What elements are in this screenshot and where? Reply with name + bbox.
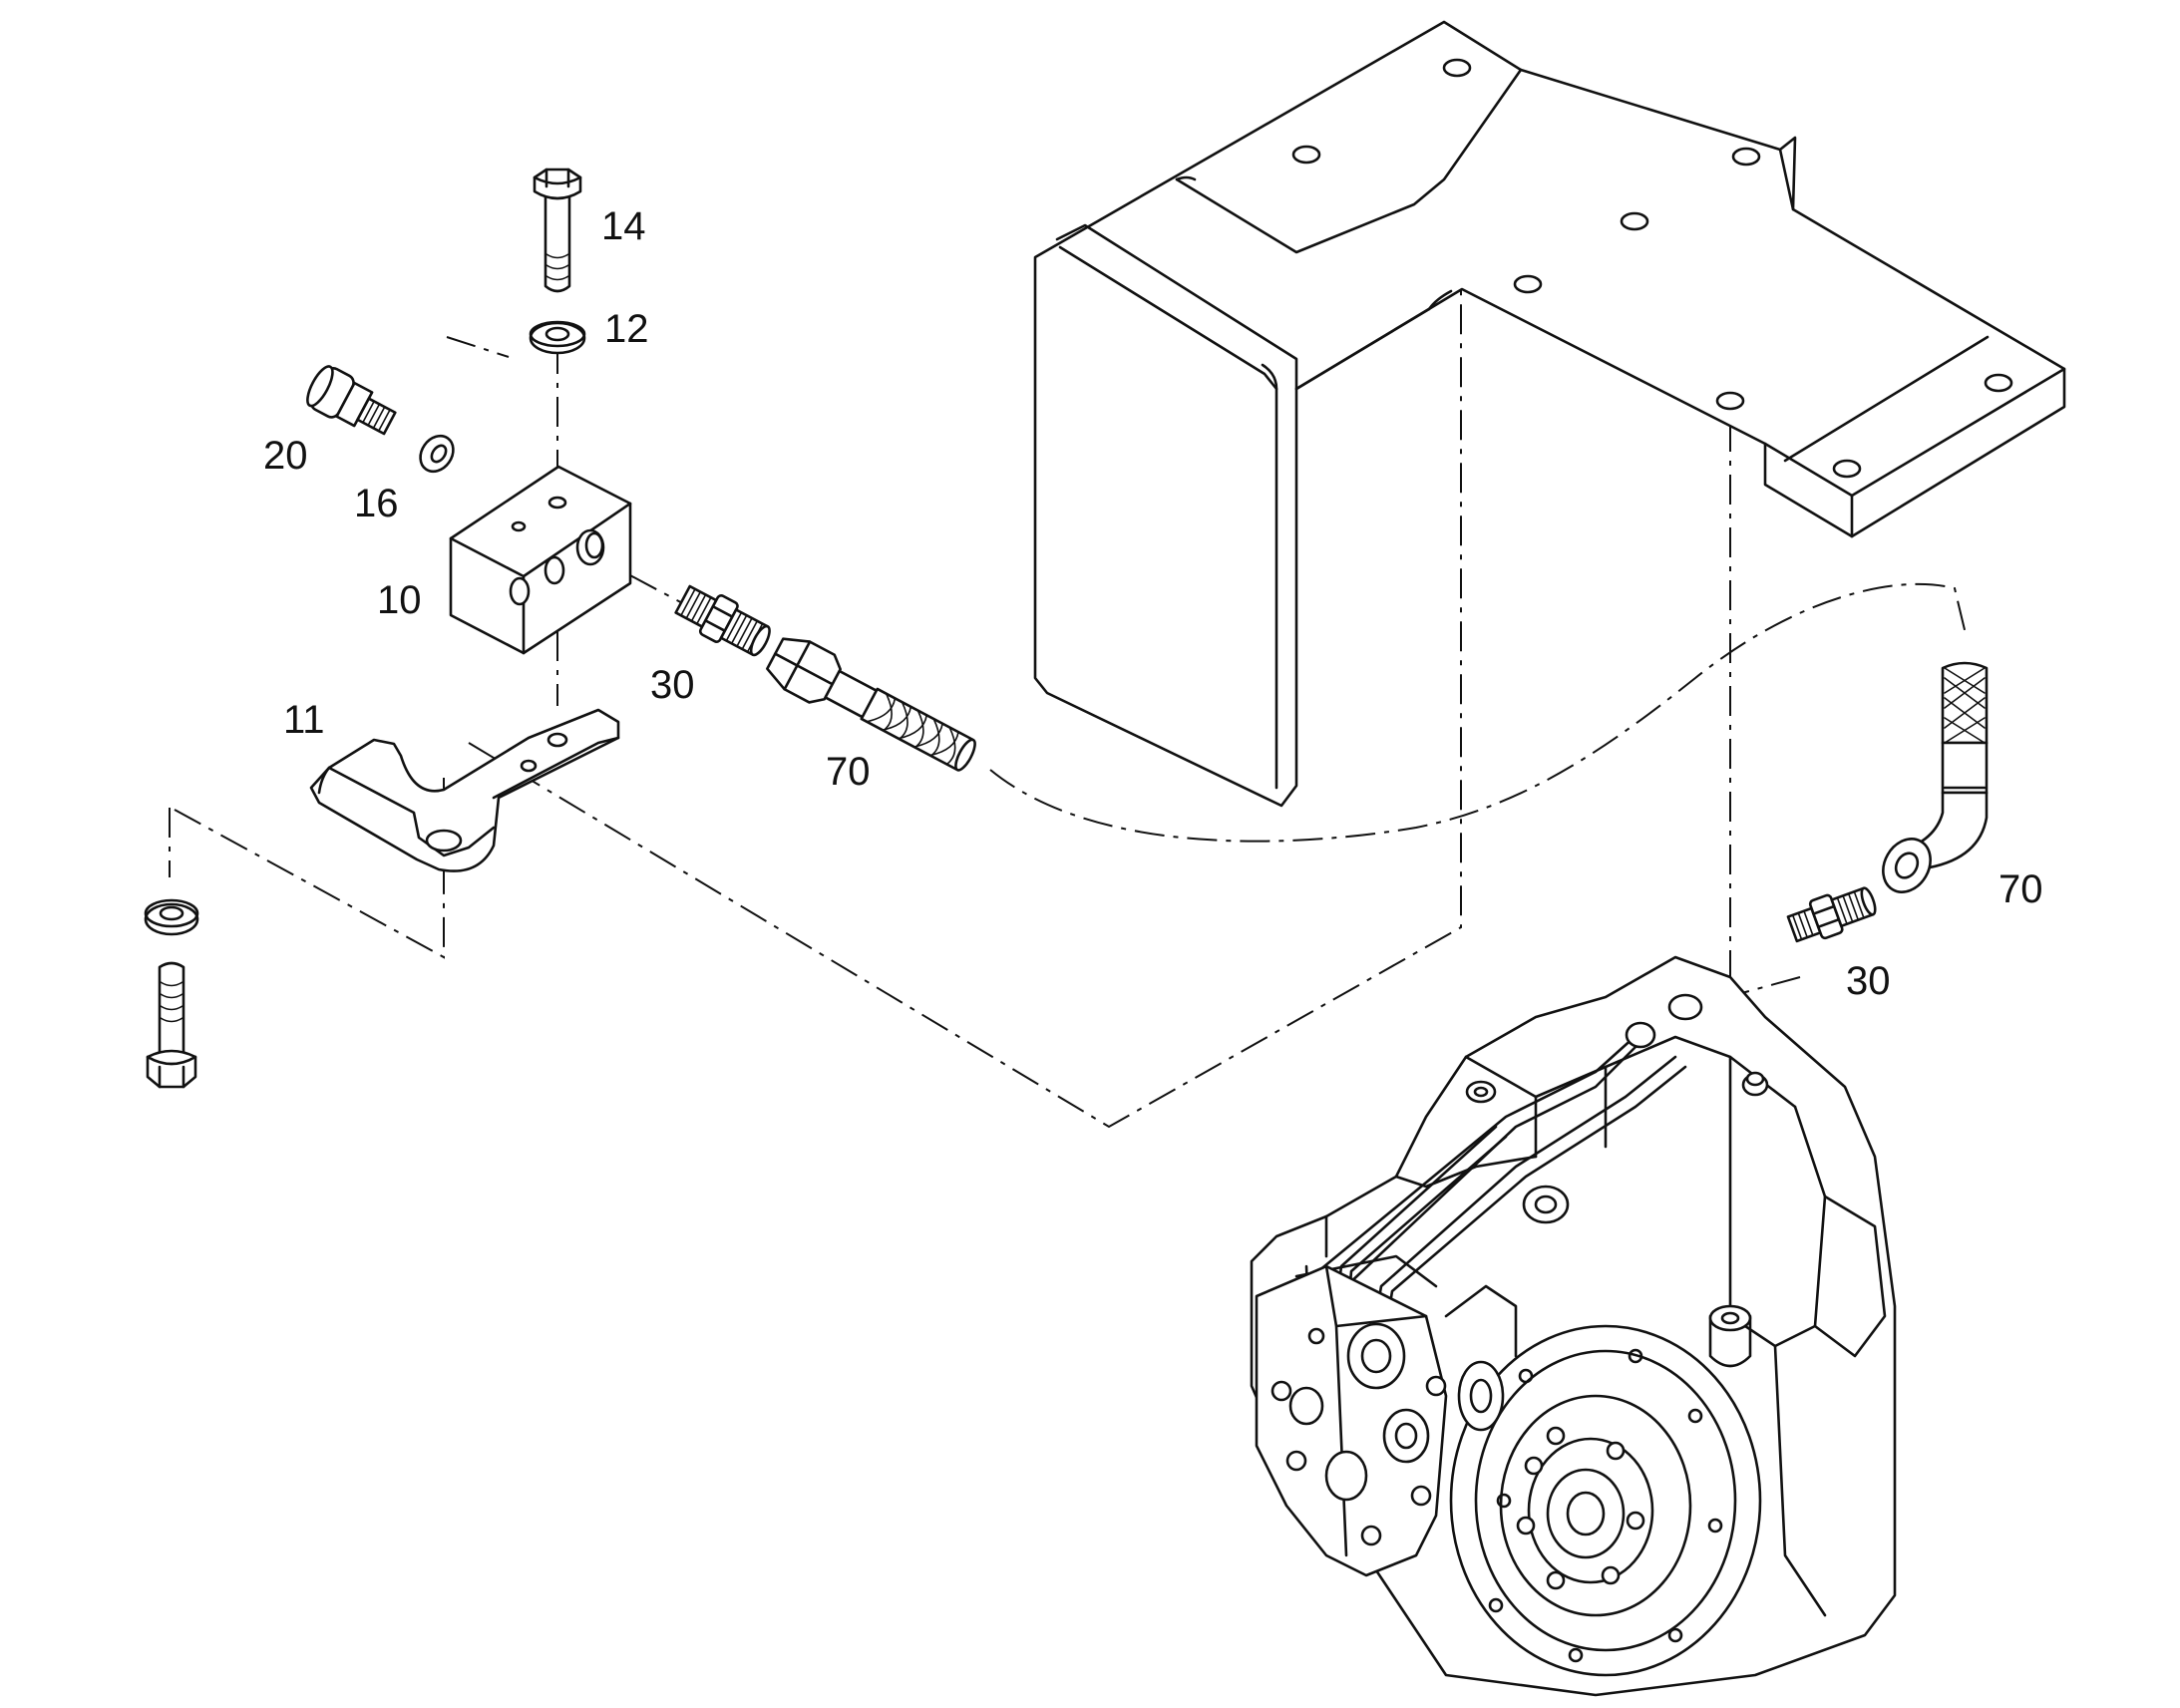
callout-connector-left: 30 (650, 663, 695, 707)
bolt-top (533, 168, 582, 293)
connector-right (1786, 886, 1877, 943)
connector-left (674, 584, 771, 657)
distributor-block (449, 465, 632, 655)
hose-left (766, 637, 976, 772)
callout-block: 10 (377, 578, 422, 622)
callout-connector-right: 30 (1846, 959, 1891, 1003)
washer-top (529, 320, 586, 355)
washer-bottom (144, 898, 199, 936)
plug (306, 365, 397, 436)
callout-hose-left: 70 (826, 750, 871, 794)
callout-plug: 20 (263, 434, 308, 478)
callout-bolt-top: 14 (601, 204, 646, 248)
callout-washer-top: 12 (604, 307, 649, 351)
hose-right (1882, 661, 1989, 893)
callouts: 14 12 20 16 10 11 30 70 70 30 (263, 204, 2043, 1003)
mounting-bracket (1033, 20, 2066, 808)
callout-hose-right: 70 (1998, 867, 2043, 911)
small-bracket (309, 708, 620, 872)
callout-seal-ring: 16 (354, 482, 399, 525)
callout-bracket: 11 (283, 698, 325, 742)
transmission-unit (1250, 955, 1897, 1697)
bolt-bottom (146, 961, 197, 1089)
seal-ring (419, 434, 455, 474)
